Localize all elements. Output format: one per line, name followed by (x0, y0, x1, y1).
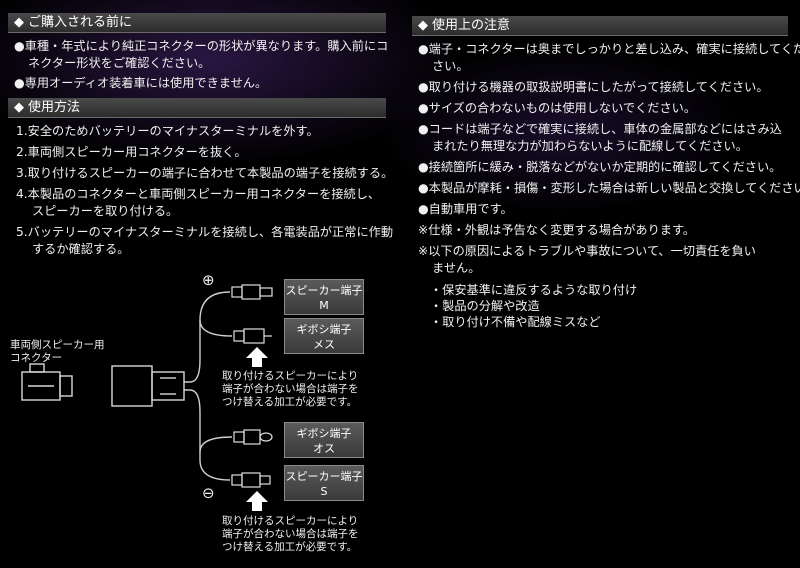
usage-step-4-line-2: スピーカーを取り付ける。 (32, 204, 179, 218)
bullet-terminal-male-icon (233, 429, 273, 445)
plus-symbol: ⊕ (202, 271, 215, 289)
vehicle-connector-icon (21, 363, 73, 401)
caution-sub-item-1: ・保安基準に違反するような取り付け (430, 283, 638, 297)
note-bottom-line-2: 端子が合わない場合は端子を (222, 528, 359, 540)
terminal-label-bullet-male: ギボシ端子 オス (284, 422, 364, 458)
caution-6: ●本製品が摩耗・損傷・変形した場合は新しい製品と交換してください。 (418, 181, 800, 195)
caution-sub-item-3: ・取り付け不備や配線ミスなど (430, 315, 601, 329)
section-title: 使用方法 (28, 100, 81, 115)
minus-symbol: ⊖ (202, 484, 215, 502)
diamond-icon: ◆ (14, 100, 24, 115)
usage-step-5-line-1: 5.バッテリーのマイナスターミナルを接続し、各電装品が正常に作動 (16, 225, 394, 239)
caution-9-line-1: ※以下の原因によるトラブルや事故について、一切責任を負い (418, 244, 756, 258)
section-header-cautions: ◆ 使用上の注意 (412, 16, 788, 36)
diamond-icon: ◆ (418, 18, 428, 33)
usage-step-3: 3.取り付けるスピーカーの端子に合わせて本製品の端子を接続する。 (16, 166, 394, 180)
terminal-name: ギボシ端子 (296, 427, 352, 440)
terminal-type: オス (313, 442, 335, 455)
caution-5: ●接続箇所に緩み・脱落などがないか定期的に確認してください。 (418, 160, 782, 174)
wire-lines (189, 291, 233, 481)
up-arrow-icon (246, 491, 268, 511)
note-top-line-2: 端子が合わない場合は端子を (222, 383, 359, 395)
bullet-terminal-female-icon (233, 328, 272, 344)
section-title: ご購入される前に (28, 15, 133, 30)
terminal-type: メス (313, 338, 335, 351)
caution-3: ●サイズの合わないものは使用しないでください。 (418, 101, 697, 115)
product-connector-icon (111, 365, 190, 407)
section-header-usage: ◆ 使用方法 (8, 98, 386, 118)
caution-1-line-1: ●端子・コネクターは奥までしっかりと差し込み、確実に接続してくだ (418, 42, 800, 56)
up-arrow-icon (246, 347, 268, 367)
caution-4-line-2: まれたり無理な力が加わらないように配線してください。 (432, 139, 748, 153)
terminal-label-bullet-female: ギボシ端子 メス (284, 318, 364, 354)
purchase-note-1-line-2: ネクター形状をご確認ください。 (28, 56, 211, 70)
vehicle-connector-label-line-2: コネクター (10, 352, 63, 364)
purchase-note-2: ●専用オーディオ装着車には使用できません。 (14, 76, 268, 90)
note-top-line-1: 取り付けるスピーカーにより (222, 370, 359, 382)
vehicle-connector-label-line-1: 車両側スピーカー用 (10, 339, 105, 351)
note-bottom-line-3: つけ替える加工が必要です。 (222, 541, 358, 553)
section-title: 使用上の注意 (432, 18, 511, 33)
usage-step-2: 2.車両側スピーカー用コネクターを抜く。 (16, 145, 247, 159)
terminal-name: スピーカー端子 (285, 284, 363, 297)
diamond-icon: ◆ (14, 15, 24, 30)
terminal-name: ギボシ端子 (296, 323, 352, 336)
terminal-type: S (320, 485, 328, 498)
usage-step-4-line-1: 4.本製品のコネクターと車両側スピーカー用コネクターを接続し、 (16, 187, 381, 201)
terminal-type: M (319, 299, 329, 312)
terminal-name: スピーカー端子 (285, 470, 363, 483)
caution-1-line-2: さい。 (432, 59, 469, 73)
caution-7: ●自動車用です。 (418, 202, 513, 216)
caution-8: ※仕様・外観は予告なく変更する場合があります。 (418, 223, 696, 237)
usage-step-1: 1.安全のためバッテリーのマイナスターミナルを外す。 (16, 124, 319, 138)
terminal-label-speaker-m: スピーカー端子 M (284, 279, 364, 315)
caution-sub-item-2: ・製品の分解や改造 (430, 299, 540, 313)
caution-4-line-1: ●コードは端子などで確実に接続し、車体の金属部などにはさみ込 (418, 122, 782, 136)
section-header-before-purchase: ◆ ご購入される前に (8, 13, 386, 33)
terminal-label-speaker-s: スピーカー端子 S (284, 465, 364, 501)
spade-terminal-m-icon (231, 284, 273, 300)
caution-9-line-2: ません。 (432, 261, 481, 275)
usage-step-5-line-2: するか確認する。 (32, 242, 130, 256)
purchase-note-1-line-1: ●車種・年式により純正コネクターの形状が異なります。購入前にコ (14, 39, 389, 53)
note-top-line-3: つけ替える加工が必要です。 (222, 396, 358, 408)
spade-terminal-s-icon (231, 472, 271, 488)
note-bottom-line-1: 取り付けるスピーカーにより (222, 515, 359, 527)
caution-2: ●取り付ける機器の取扱説明書にしたがって接続してください。 (418, 80, 769, 94)
